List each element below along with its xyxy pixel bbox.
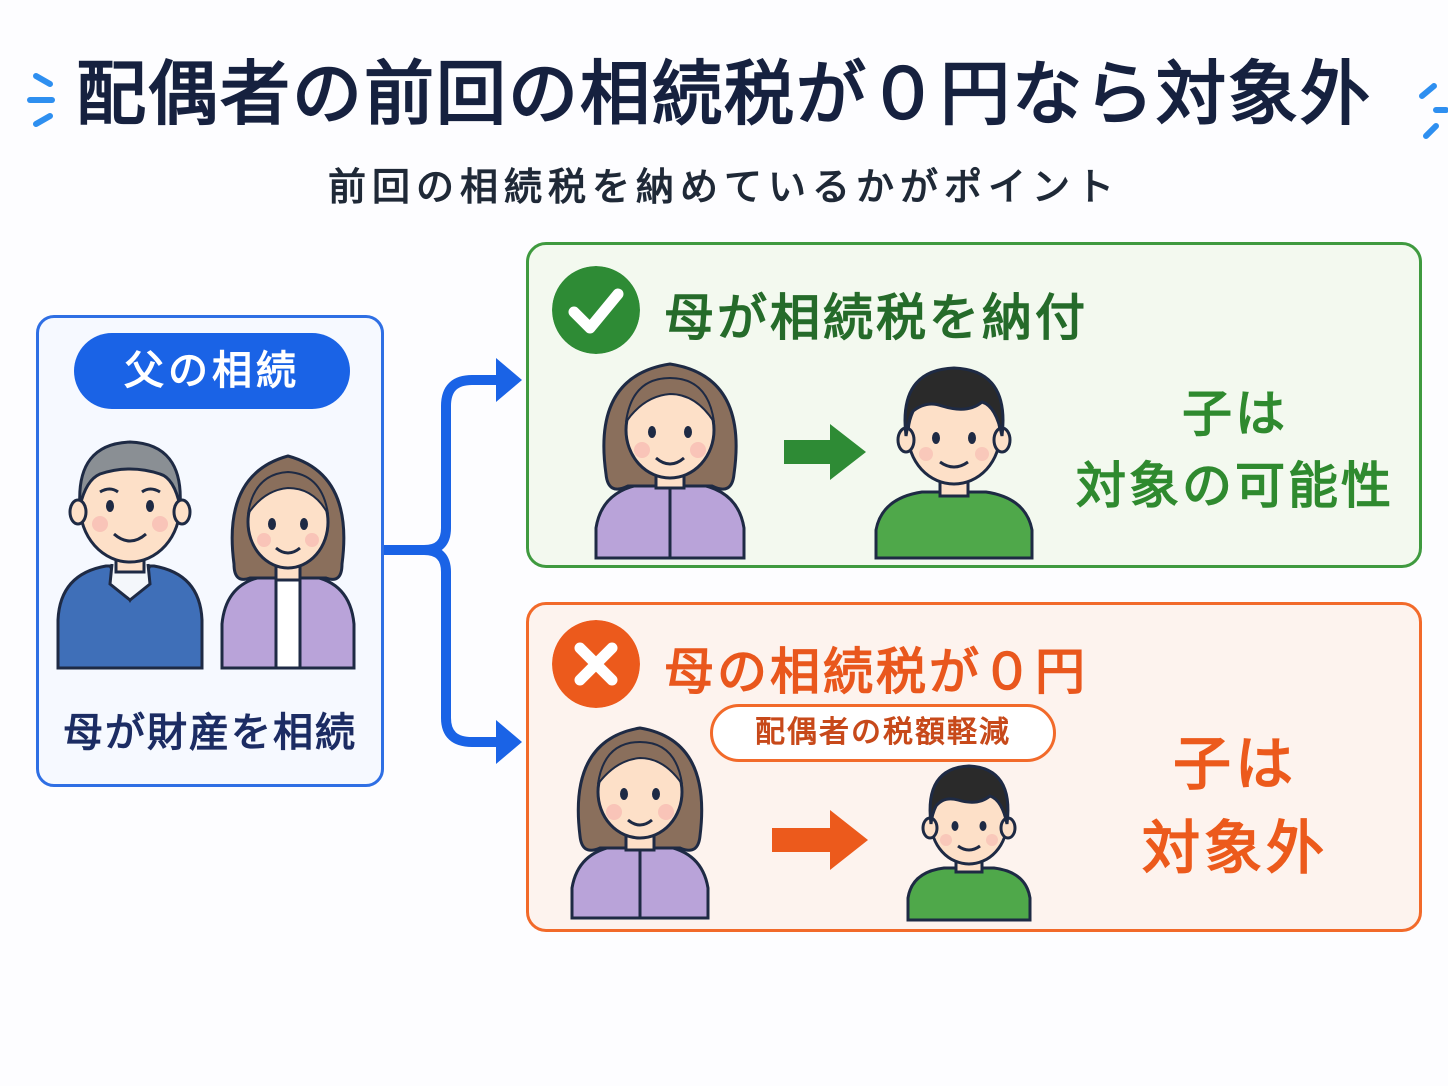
father-figure (56, 440, 204, 670)
mother-inherits-caption: 母が財産を相続 (63, 710, 357, 756)
check-icon (552, 266, 640, 354)
arrow-right-icon-paid (784, 424, 866, 480)
sparkle-right-icon (1419, 83, 1448, 139)
cross-icon (552, 620, 640, 708)
page-subtitle: 前回の相続税を納めているかがポイント (327, 165, 1120, 209)
result-paid: 子は 対象の可能性 (1060, 378, 1410, 522)
branch-connector (384, 358, 522, 764)
mother-figure-zero (570, 726, 710, 920)
page-title: 配偶者の前回の相続税が０円なら対象外 (76, 53, 1372, 135)
result-zero: 子は 対象外 (1060, 722, 1410, 890)
mother-figure-paid (594, 362, 746, 560)
mother-figure-left (220, 454, 356, 670)
result-zero-line1: 子は (1172, 730, 1297, 798)
father-inheritance-pill: 父の相続 (74, 333, 350, 409)
result-paid-line2: 対象の可能性 (1076, 457, 1394, 515)
son-figure-zero (906, 764, 1032, 922)
result-paid-line1: 子は (1182, 385, 1288, 443)
case-tax-zero-heading: 母の相続税が０円 (664, 643, 1088, 701)
son-figure-paid (874, 366, 1034, 560)
spousal-tax-reduction-tag: 配偶者の税額軽減 (710, 704, 1056, 762)
sparkle-left-icon (27, 73, 55, 127)
arrow-right-icon-zero (772, 810, 868, 870)
result-zero-line2: 対象外 (1141, 814, 1328, 882)
case-tax-paid-heading: 母が相続税を納付 (664, 289, 1088, 347)
